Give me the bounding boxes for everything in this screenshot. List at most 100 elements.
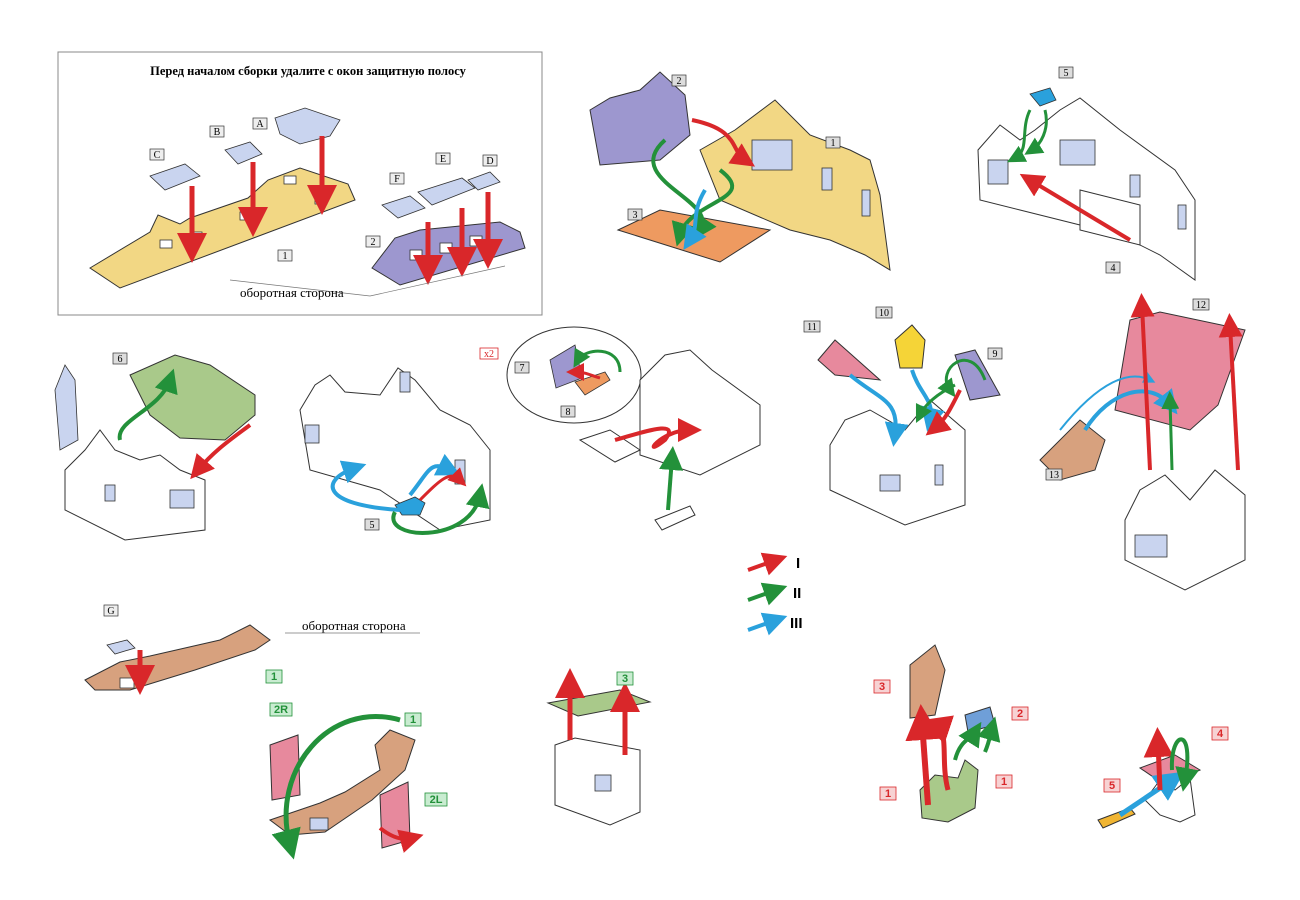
label-b: B [209, 125, 225, 138]
svg-text:x2: x2 [484, 349, 494, 360]
step-roof-12-13: 12 13 [1039, 293, 1246, 591]
label-4-red: 4 [1211, 726, 1229, 741]
multiplier-badge: x2 [479, 347, 499, 360]
label-a: A [252, 117, 268, 130]
house-body [639, 349, 761, 476]
window-hole [159, 239, 173, 249]
label-2-red: 2 [1011, 706, 1029, 721]
label-9: 9 [987, 347, 1003, 360]
step-walls-1-2-3: 2 1 3 [589, 71, 891, 271]
brown-base-panel [84, 624, 271, 691]
svg-text:3: 3 [622, 673, 628, 685]
label-1: 1 [825, 136, 841, 149]
svg-text:1: 1 [831, 138, 836, 149]
label-d: D [482, 154, 498, 167]
label-1-red-b: 1 [995, 774, 1013, 789]
label-5-red: 5 [1103, 778, 1121, 793]
step-roof-parts-9-10-11: 11 10 9 [803, 306, 1003, 526]
svg-text:8: 8 [566, 407, 571, 418]
legend: I II III [747, 552, 803, 636]
step-part-5: 5 [299, 367, 491, 535]
svg-text:7: 7 [520, 363, 525, 374]
green-top-panel [546, 689, 652, 717]
label-1-red-a: 1 [879, 786, 897, 801]
svg-text:1: 1 [283, 251, 288, 262]
svg-text:III: III [790, 615, 803, 632]
label-g: G [103, 604, 119, 617]
stand-assembly: 4 5 [1097, 726, 1229, 829]
svg-text:11: 11 [807, 322, 817, 333]
svg-text:II: II [793, 585, 801, 602]
legend-item-i: I [747, 552, 800, 576]
label-12: 12 [1192, 298, 1210, 311]
label-2: 2 [671, 74, 687, 87]
label-c: C [149, 148, 165, 161]
svg-text:2: 2 [1017, 708, 1023, 720]
svg-text:G: G [107, 606, 114, 617]
label-3-red: 3 [873, 679, 891, 694]
pink-gable [817, 339, 882, 381]
label-10: 10 [875, 306, 893, 319]
label-5: 5 [1058, 66, 1074, 79]
window-sheet-g [106, 639, 136, 655]
window-hole [283, 175, 297, 185]
bottom-base-assembly: G оборотная сторона 1 [84, 604, 420, 695]
instruction-title: Перед началом сборки удалите с окон защи… [150, 64, 467, 78]
svg-text:4: 4 [1111, 263, 1116, 274]
label-3: 3 [627, 208, 643, 221]
svg-text:3: 3 [633, 210, 638, 221]
svg-text:2: 2 [677, 76, 682, 87]
folded-brown-base [268, 729, 416, 836]
svg-text:F: F [394, 174, 400, 185]
reverse-side-note: оборотная сторона [240, 285, 344, 300]
svg-text:B: B [214, 127, 221, 138]
window-sheet-f [381, 195, 426, 219]
legend-item-ii: II [747, 582, 801, 606]
svg-text:12: 12 [1196, 300, 1206, 311]
svg-text:1: 1 [1001, 776, 1007, 788]
svg-text:E: E [440, 154, 446, 165]
svg-text:C: C [154, 150, 161, 161]
window-sheet-d [467, 171, 501, 191]
svg-text:4: 4 [1217, 728, 1224, 740]
teal-part [394, 496, 426, 516]
step-walls-4-5: 5 4 [977, 66, 1196, 281]
white-walls [977, 97, 1196, 281]
label-1-green-b: 1 [404, 712, 422, 727]
green-floor-part [129, 354, 256, 441]
window-sheet-a [274, 107, 341, 145]
house-body [299, 367, 491, 531]
label-5: 5 [364, 518, 380, 531]
chimney-assembly: 3 2 1 1 [873, 644, 1029, 823]
folding-base-assembly: 2R 1 2L [268, 702, 448, 860]
svg-text:1: 1 [885, 788, 891, 800]
legend-item-iii: III [747, 612, 803, 636]
window-sheet-b [224, 141, 263, 165]
svg-text:13: 13 [1049, 470, 1059, 481]
reverse-side-note: оборотная сторона [302, 618, 406, 633]
yellow-wall [699, 99, 891, 271]
label-3-green: 3 [616, 671, 634, 686]
svg-text:5: 5 [1064, 68, 1069, 79]
svg-text:2R: 2R [274, 704, 288, 716]
svg-text:5: 5 [1109, 780, 1115, 792]
green-chimney-base [919, 759, 979, 823]
svg-text:D: D [486, 156, 493, 167]
yellow-part [894, 324, 926, 369]
label-f: F [389, 172, 405, 185]
svg-text:9: 9 [993, 349, 998, 360]
svg-text:5: 5 [370, 520, 375, 531]
svg-text:2L: 2L [430, 794, 443, 806]
teal-part [1029, 87, 1057, 107]
label-2l: 2L [424, 792, 448, 807]
box-assembly: 3 [546, 668, 652, 826]
label-2r: 2R [269, 702, 293, 717]
svg-text:2: 2 [371, 237, 376, 248]
label-11: 11 [803, 320, 821, 333]
window-hole [239, 211, 253, 221]
label-2: 2 [365, 235, 381, 248]
house-body [64, 429, 206, 541]
svg-text:6: 6 [118, 354, 123, 365]
label-e: E [435, 152, 451, 165]
